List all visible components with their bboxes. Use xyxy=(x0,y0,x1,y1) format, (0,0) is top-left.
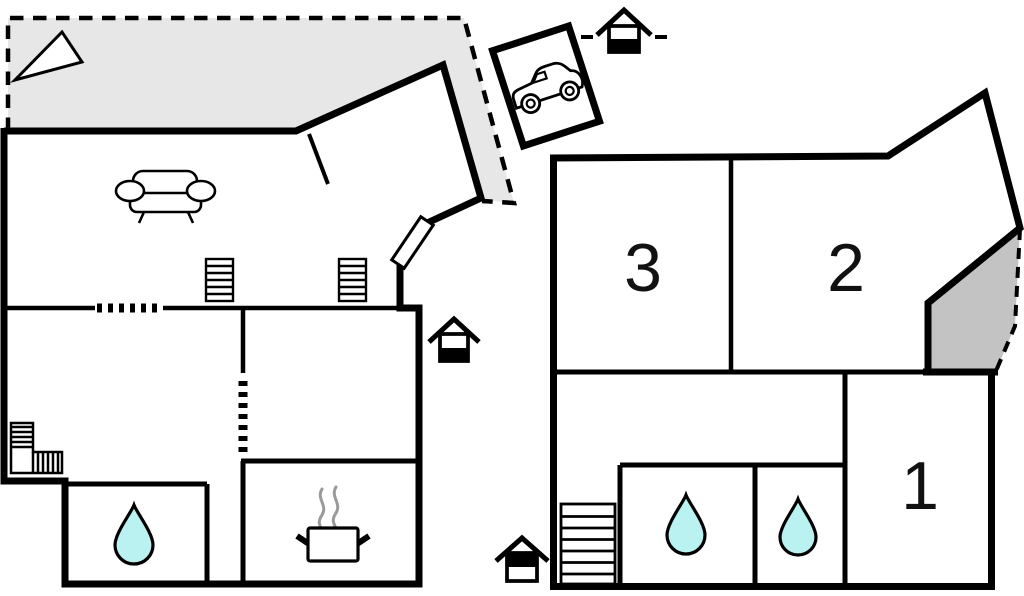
outer-wall xyxy=(549,87,1024,590)
ground-level-marker-icon xyxy=(427,315,481,363)
balcony-dashed-boundary xyxy=(994,228,1022,372)
sofa-icon xyxy=(114,169,217,224)
water-drop-icon xyxy=(778,494,818,557)
cooking-pot-icon xyxy=(295,485,371,563)
bedroom-3-label: 3 xyxy=(624,230,662,306)
ground-level-marker-icon xyxy=(581,6,667,54)
bedroom-1-label: 1 xyxy=(901,448,939,524)
stairs-icon xyxy=(559,502,617,586)
water-drop-icon xyxy=(665,490,707,556)
terrace-area xyxy=(8,18,514,203)
ground-floor-plan xyxy=(0,15,517,588)
steam-icon xyxy=(317,487,326,530)
wall-stub xyxy=(307,133,330,185)
outer-wall xyxy=(4,60,486,228)
carport xyxy=(488,21,604,151)
stairs-icon xyxy=(9,421,64,475)
car-icon xyxy=(511,61,584,114)
north-arrow-icon xyxy=(10,29,85,83)
steam-icon xyxy=(331,485,340,528)
upper-floor-plan: 3 2 1 xyxy=(549,87,1024,590)
radiator-icon xyxy=(337,257,368,303)
entrance-door-icon xyxy=(389,214,436,271)
terrace-dashed-boundary xyxy=(5,15,517,206)
bedroom-2-label: 2 xyxy=(827,230,865,306)
water-drop-icon xyxy=(113,500,155,566)
radiator-icon xyxy=(204,257,235,303)
balcony-area xyxy=(929,229,1020,371)
upper-level-marker-icon xyxy=(494,534,550,583)
